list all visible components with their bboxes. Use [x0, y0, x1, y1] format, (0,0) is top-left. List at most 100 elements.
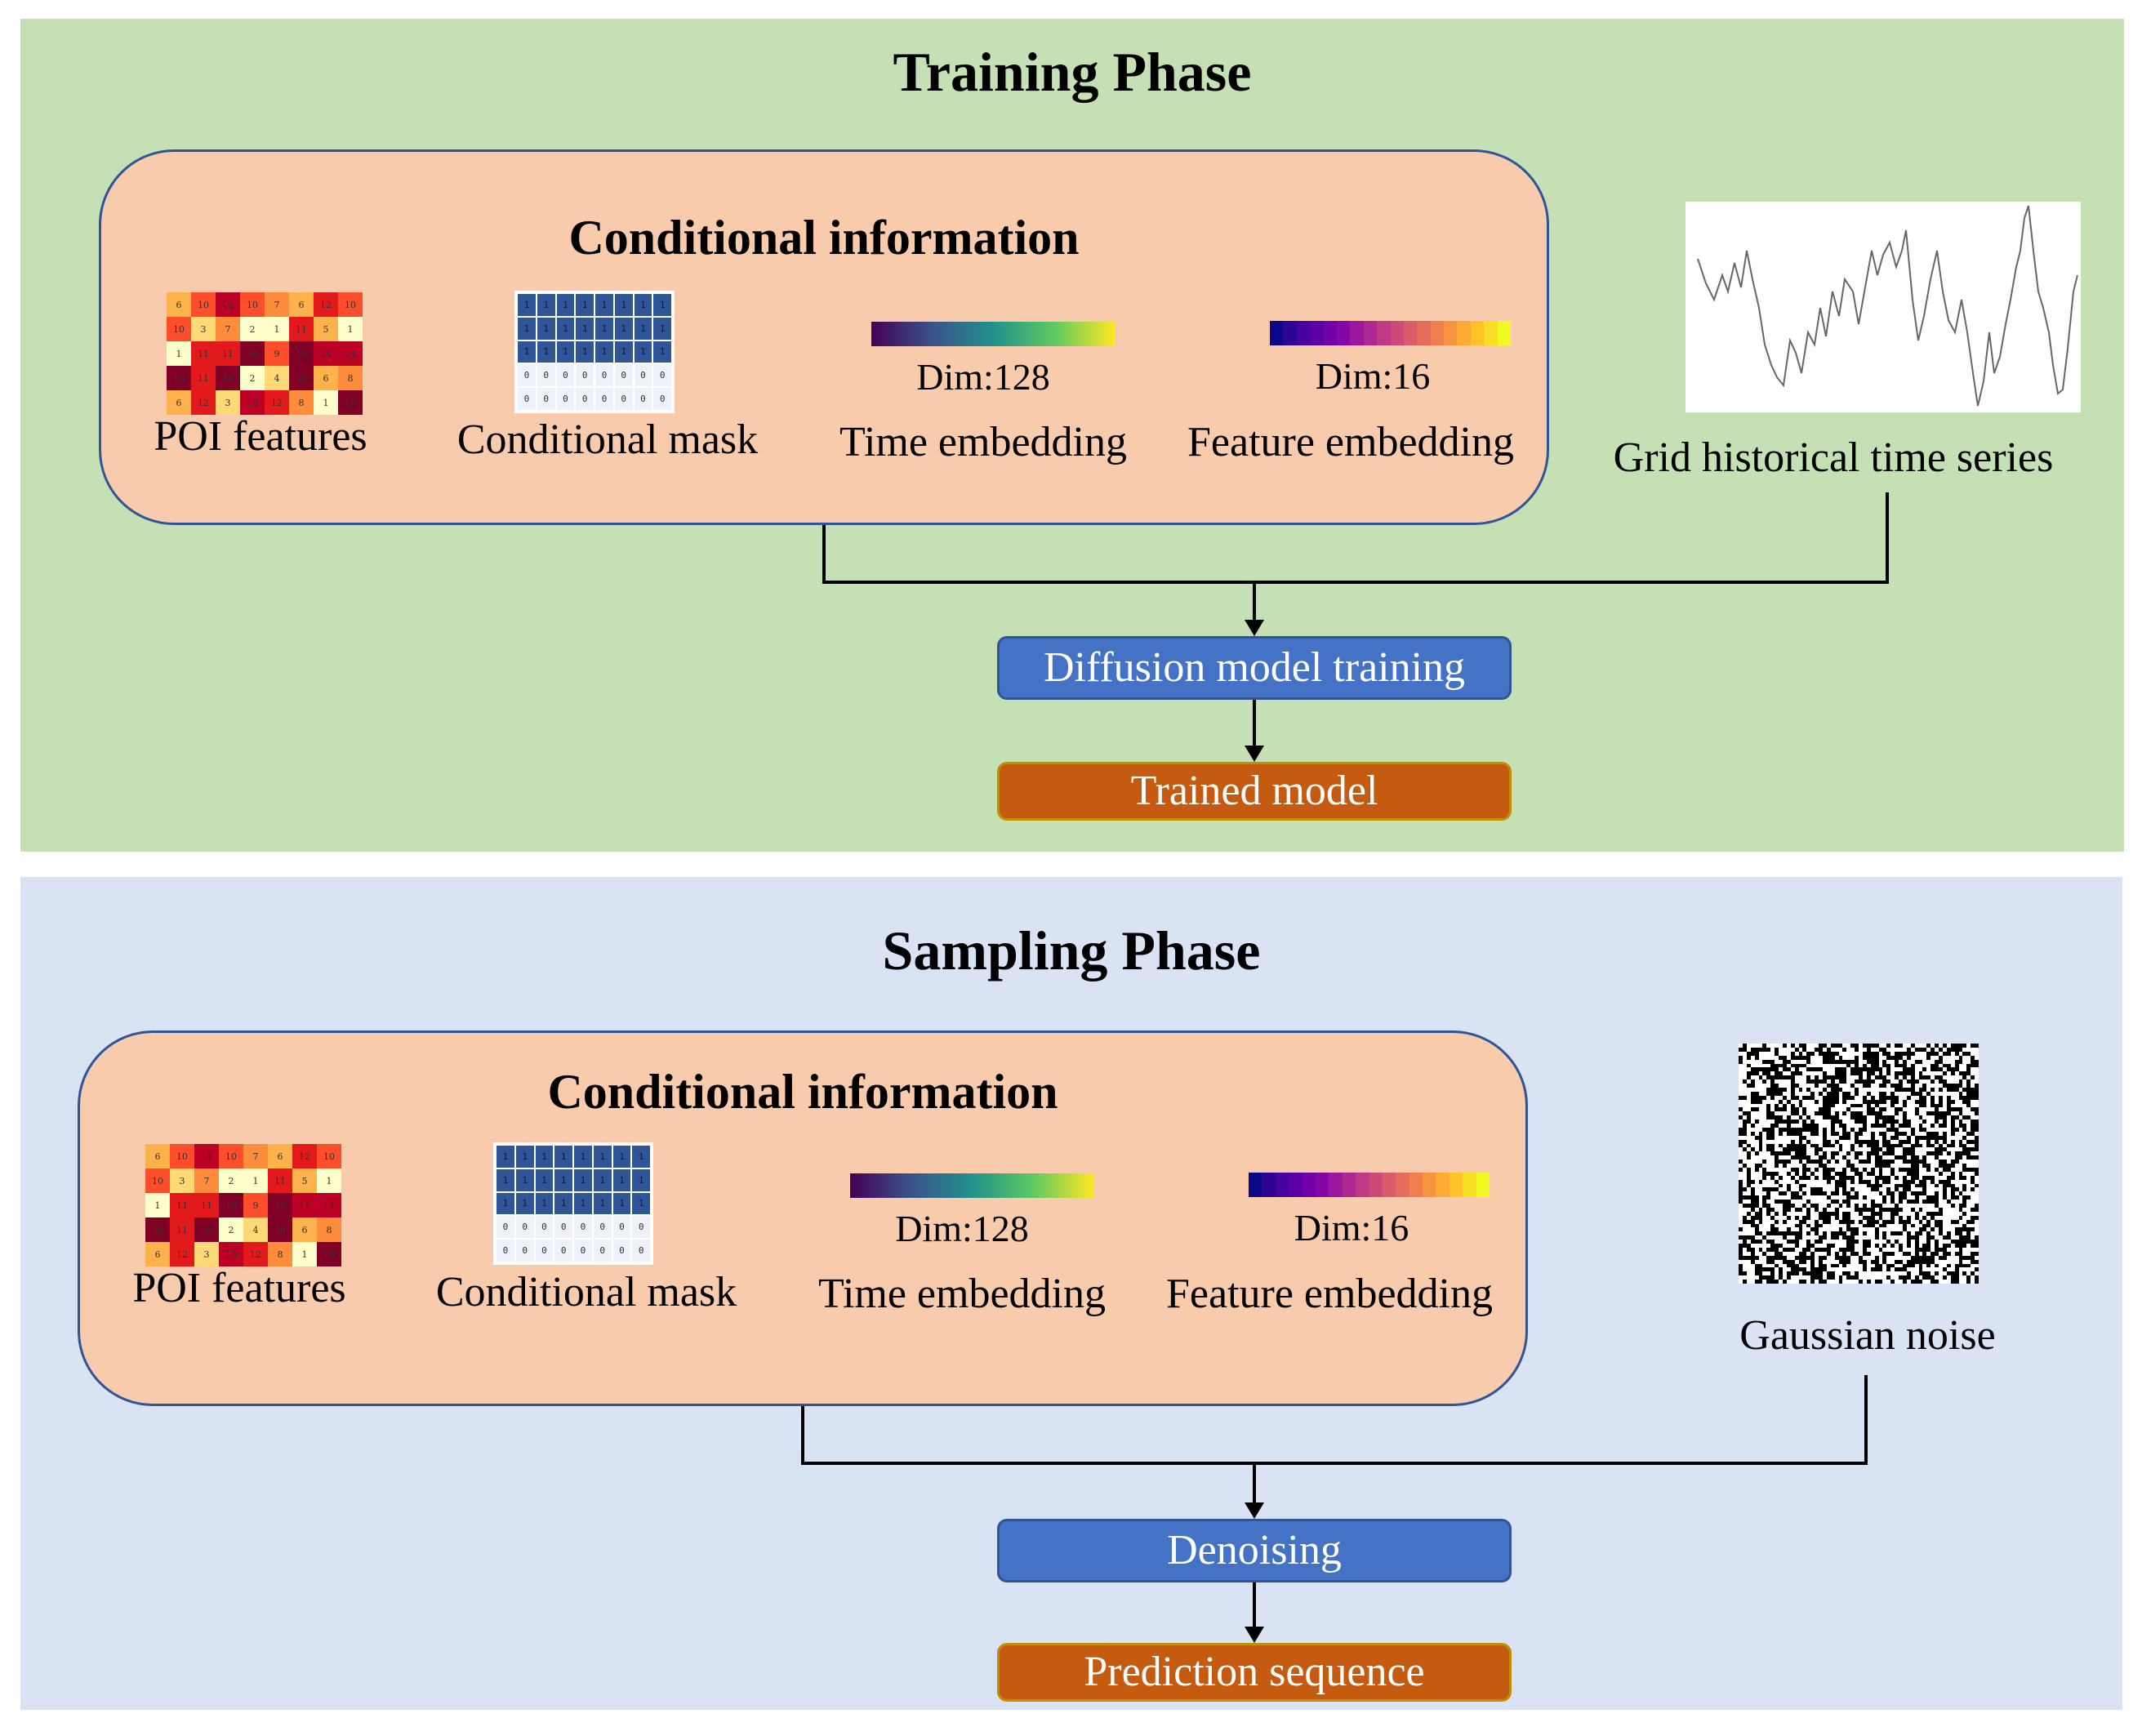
- noise-pixel: [1775, 1071, 1779, 1076]
- mask-cell: 1: [653, 317, 671, 340]
- noise-pixel: [1802, 1075, 1807, 1080]
- noise-pixel: [1946, 1087, 1951, 1092]
- noise-pixel: [1770, 1135, 1775, 1140]
- noise-pixel: [1782, 1095, 1787, 1100]
- noise-pixel: [1859, 1227, 1863, 1232]
- noise-pixel: [1971, 1055, 1975, 1060]
- noise-pixel: [1922, 1047, 1927, 1052]
- noise-pixel: [1906, 1099, 1911, 1104]
- noise-pixel: [1926, 1183, 1931, 1188]
- noise-pixel: [1930, 1044, 1935, 1048]
- noise-pixel: [1958, 1275, 1963, 1280]
- noise-pixel: [1914, 1183, 1919, 1188]
- noise-pixel: [1946, 1091, 1951, 1096]
- mask-cell: 1: [614, 317, 633, 340]
- noise-pixel: [1802, 1107, 1807, 1112]
- heatmap-cell: 11: [216, 341, 240, 366]
- noise-pixel: [1935, 1119, 1939, 1124]
- noise-pixel: [1922, 1084, 1927, 1088]
- noise-pixel: [1750, 1255, 1755, 1260]
- noise-pixel: [1775, 1127, 1779, 1132]
- noise-pixel: [1906, 1164, 1911, 1168]
- noise-pixel: [1798, 1183, 1803, 1188]
- noise-pixel: [1966, 1147, 1971, 1152]
- noise-pixel: [1779, 1215, 1783, 1220]
- noise-pixel: [1762, 1131, 1767, 1136]
- noise-pixel: [1906, 1079, 1911, 1084]
- noise-pixel: [1794, 1151, 1799, 1156]
- noise-pixel: [1806, 1091, 1811, 1096]
- noise-pixel: [1895, 1160, 1899, 1164]
- noise-pixel: [1758, 1179, 1763, 1184]
- noise-pixel: [1855, 1263, 1859, 1268]
- noise-pixel: [1910, 1059, 1915, 1064]
- noise-pixel: [1930, 1147, 1935, 1152]
- noise-pixel: [1882, 1227, 1887, 1232]
- noise-pixel: [1826, 1059, 1831, 1064]
- noise-pixel: [1782, 1187, 1787, 1192]
- noise-pixel: [1930, 1195, 1935, 1200]
- noise-pixel: [1954, 1103, 1959, 1108]
- noise-pixel: [1862, 1107, 1867, 1112]
- noise-pixel: [1954, 1124, 1959, 1128]
- noise-pixel: [1758, 1271, 1763, 1276]
- noise-pixel: [1886, 1267, 1891, 1272]
- noise-pixel: [1930, 1179, 1935, 1184]
- noise-pixel: [1926, 1195, 1931, 1200]
- noise-pixel: [1926, 1119, 1931, 1124]
- mask-cell: 0: [614, 388, 633, 410]
- noise-pixel: [1739, 1084, 1743, 1088]
- noise-pixel: [1758, 1191, 1763, 1196]
- noise-pixel: [1762, 1124, 1767, 1128]
- noise-pixel: [1838, 1231, 1843, 1236]
- noise-pixel: [1810, 1124, 1815, 1128]
- noise-pixel: [1946, 1207, 1951, 1212]
- mask-cell: 1: [634, 294, 652, 316]
- noise-pixel: [1906, 1160, 1911, 1164]
- noise-pixel: [1786, 1164, 1791, 1168]
- noise-pixel: [1926, 1067, 1931, 1072]
- mask-cell: 1: [556, 294, 575, 316]
- noise-pixel: [1782, 1247, 1787, 1252]
- noise-pixel: [1874, 1191, 1879, 1196]
- heatmap-cell: 8: [338, 366, 363, 390]
- noise-pixel: [1878, 1215, 1883, 1220]
- noise-pixel: [1798, 1135, 1803, 1140]
- noise-pixel: [1830, 1207, 1835, 1212]
- noise-pixel: [1890, 1151, 1895, 1156]
- noise-pixel: [1895, 1187, 1899, 1192]
- noise-pixel: [1890, 1055, 1895, 1060]
- noise-pixel: [1942, 1215, 1947, 1220]
- noise-pixel: [1842, 1280, 1847, 1284]
- noise-pixel: [1971, 1267, 1975, 1272]
- noise-pixel: [1906, 1087, 1911, 1092]
- noise-pixel: [1758, 1055, 1763, 1060]
- mask-cell: 1: [574, 1192, 592, 1215]
- noise-pixel: [1946, 1247, 1951, 1252]
- noise-pixel: [1922, 1204, 1927, 1208]
- noise-pixel: [1766, 1187, 1771, 1192]
- noise-pixel: [1826, 1223, 1831, 1228]
- mask-cell: 0: [535, 1240, 554, 1262]
- noise-pixel: [1842, 1207, 1847, 1212]
- noise-pixel: [1794, 1115, 1799, 1120]
- feature-embedding-cell: [1329, 1173, 1343, 1197]
- noise-pixel: [1906, 1244, 1911, 1248]
- noise-pixel: [1899, 1211, 1903, 1216]
- noise-pixel: [1815, 1191, 1819, 1196]
- noise-pixel: [1746, 1055, 1751, 1060]
- noise-pixel: [1834, 1251, 1839, 1256]
- mask-cell: 1: [497, 1168, 514, 1191]
- noise-pixel: [1946, 1251, 1951, 1256]
- noise-pixel: [1838, 1204, 1843, 1208]
- noise-pixel: [1939, 1119, 1943, 1124]
- noise-pixel: [1899, 1111, 1903, 1116]
- noise-pixel: [1906, 1075, 1911, 1080]
- noise-pixel: [1950, 1247, 1955, 1252]
- noise-pixel: [1878, 1211, 1883, 1216]
- noise-pixel: [1910, 1171, 1915, 1176]
- noise-pixel: [1946, 1263, 1951, 1268]
- noise-pixel: [1786, 1227, 1791, 1232]
- noise-pixel: [1838, 1115, 1843, 1120]
- noise-pixel: [1810, 1091, 1815, 1096]
